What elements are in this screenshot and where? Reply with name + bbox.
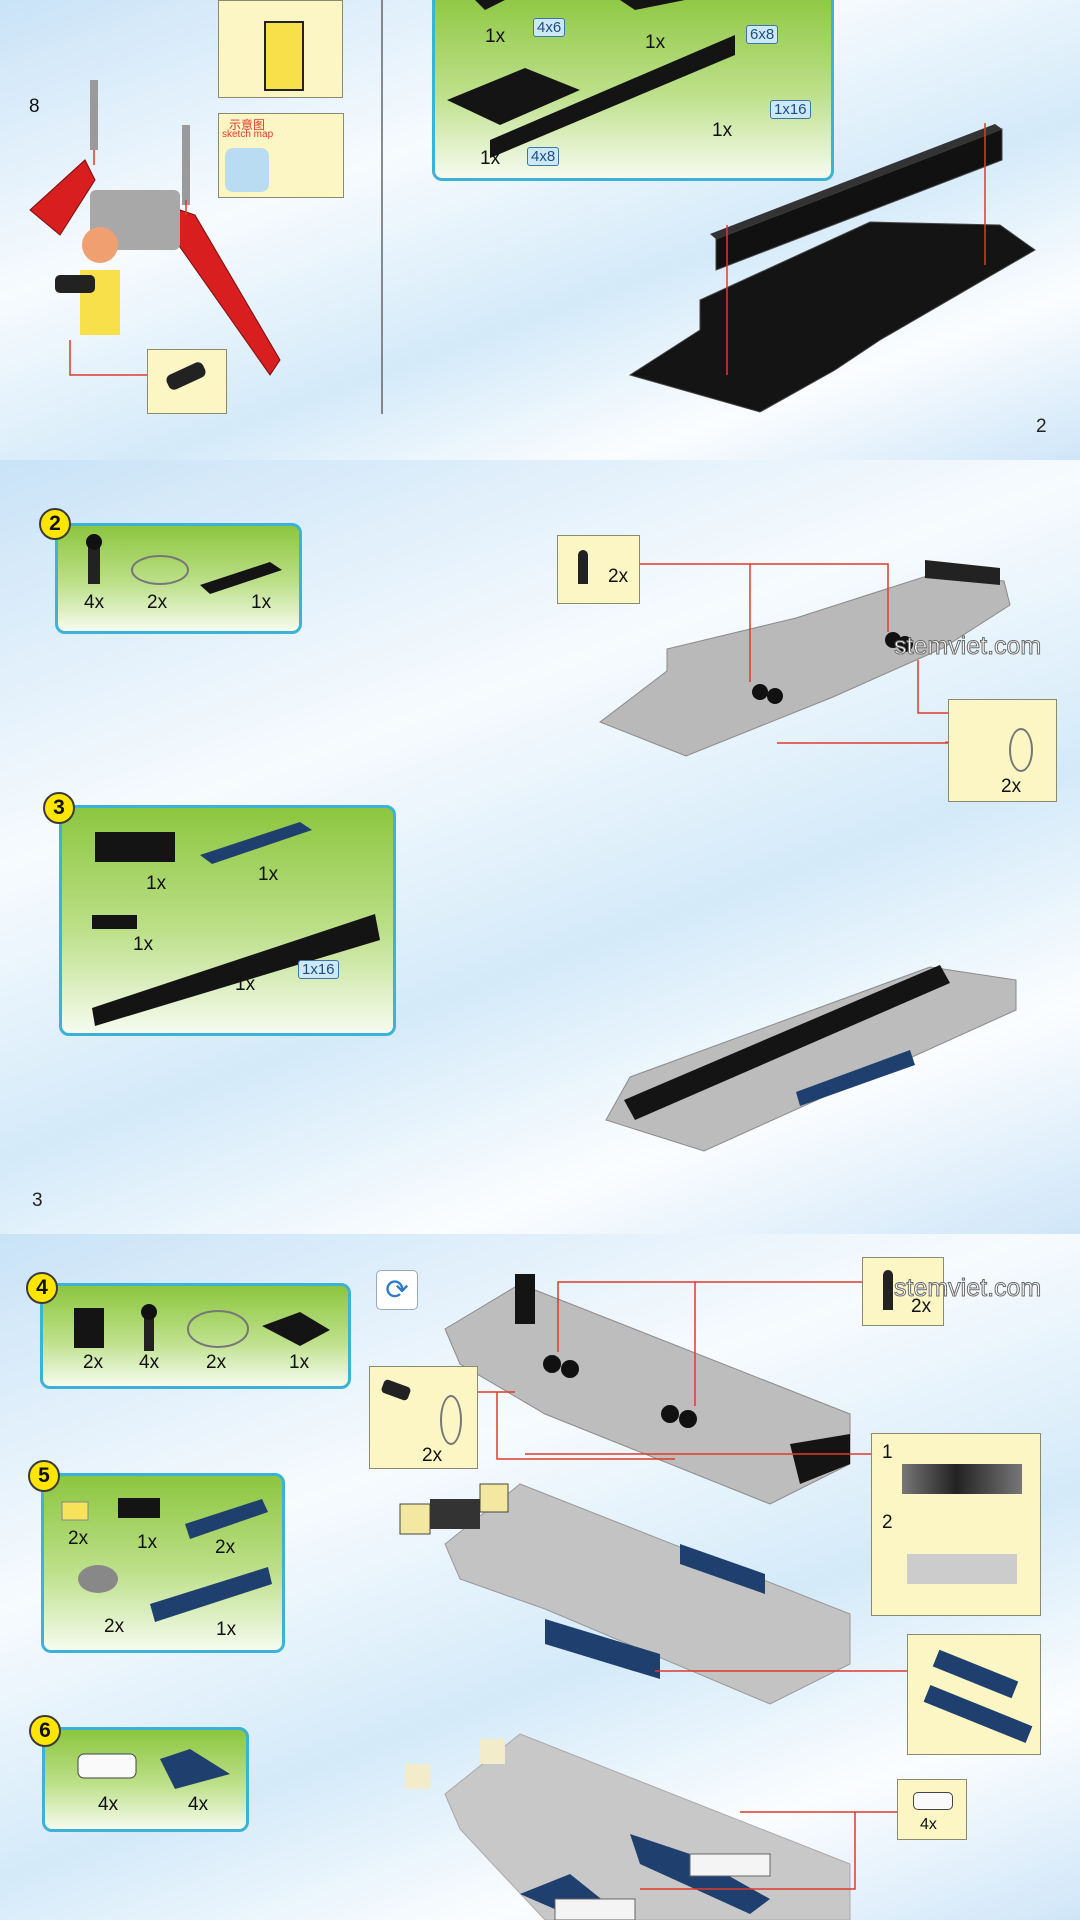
- connector-part-icon: [380, 1378, 412, 1402]
- baseplate-assembly-illustration: [628, 123, 1036, 413]
- step-6-parts-box: [42, 1727, 249, 1832]
- sketch-map-inset: 示意图 sketch map: [218, 113, 344, 198]
- part-qty: 1x: [645, 32, 666, 53]
- clip-plate-inset: 4x: [897, 1779, 967, 1840]
- grey-base-with-beam-illustration: [605, 965, 1017, 1152]
- ring-inset: 2x: [369, 1366, 478, 1469]
- grey-base-step6-illustration: [405, 1733, 897, 1920]
- parts-illustrations: [447, 0, 735, 158]
- minifig-legs-illustration: [264, 21, 304, 91]
- part-qty: 1x: [258, 864, 279, 885]
- pin-inset: 2x: [862, 1257, 944, 1326]
- part-qty: 2x: [83, 1352, 104, 1373]
- blue-plates-inset: [907, 1634, 1041, 1755]
- part-qty: 1x: [251, 592, 272, 613]
- manual-page-3: 2 4x 2x 1x 3 1x 1x 1x 1x 1x16 2x 2x stem…: [0, 460, 1080, 1234]
- clip-plate-icon: [913, 1792, 953, 1810]
- blaster-part-inset: [147, 349, 227, 414]
- part-qty: 2x: [147, 592, 168, 613]
- step-2-parts-illustration: [86, 534, 282, 594]
- blue-plate-illustration: [923, 1685, 1033, 1743]
- step-number-badge: 4: [26, 1272, 58, 1304]
- manual-page-2: 8 示意图 sketch map 1x 4x6 1x 6x8 1x 4x8 1x…: [0, 0, 1080, 460]
- step-number-badge: 3: [43, 792, 75, 824]
- manual-page-4: ⟳ 4 2x 4x 2x 1x 5 2x 1x 2x 2x 1x 6 4x 4x…: [0, 1234, 1080, 1920]
- pin-part-icon: [883, 1270, 893, 1310]
- sketch-map-title-en: sketch map: [222, 129, 274, 140]
- part-qty: 4x: [139, 1352, 160, 1373]
- sketch-map-title-cn: 示意图: [229, 118, 266, 132]
- part-qty: 1x: [712, 120, 733, 141]
- sketch-torso-illustration: [225, 148, 269, 192]
- part-size-tag: 1x16: [298, 960, 339, 979]
- step-number-badge: 2: [39, 508, 71, 540]
- page-number: 3: [32, 1190, 43, 1211]
- grey-base-step4-illustration: [444, 1274, 862, 1505]
- sub-assembly-inset: 1 2: [871, 1433, 1041, 1616]
- part-size-tag: 4x8: [527, 147, 560, 166]
- grey-base-step5-illustration: [399, 1453, 907, 1705]
- part-qty: 1x: [480, 148, 501, 169]
- part-qty: 2x: [1001, 776, 1022, 797]
- part-qty: 1x: [146, 873, 167, 894]
- part-size-tag: 4x6: [533, 18, 566, 37]
- page-4-illustrations: [399, 1274, 907, 1920]
- sub-step-number: 1: [882, 1442, 893, 1463]
- part-qty: 2x: [206, 1352, 227, 1373]
- part-qty: 2x: [68, 1528, 89, 1549]
- step-4-parts-illustration: [74, 1304, 330, 1351]
- grey-base-with-pins-illustration: [598, 560, 1011, 757]
- watermark: stemviet.com: [893, 1274, 1042, 1303]
- part-qty: 1x: [289, 1352, 310, 1373]
- part-qty: 2x: [215, 1537, 236, 1558]
- part-qty: 1x: [235, 974, 256, 995]
- ring-part-icon: [1009, 728, 1033, 772]
- pin-part-icon: [578, 550, 588, 584]
- step-number-badge: 6: [29, 1715, 61, 1747]
- step-number-badge: 5: [28, 1460, 60, 1492]
- part-qty: 4x: [84, 592, 105, 613]
- jetpack-figure-illustration: [29, 80, 281, 376]
- part-qty: 1x: [133, 934, 154, 955]
- minifig-inset: [218, 0, 343, 98]
- page-2-illustrations: [29, 0, 1036, 414]
- part-size-tag: 6x8: [746, 25, 779, 44]
- part-qty: 2x: [422, 1445, 443, 1466]
- engine-sub-assembly-illustration: [902, 1464, 1022, 1494]
- step-6-parts-illustration: [77, 1749, 230, 1789]
- watermark: stemviet.com: [893, 632, 1042, 661]
- engine-sub-assembly-grey-illustration: [907, 1554, 1017, 1584]
- pin-inset: 2x: [557, 535, 640, 604]
- part-qty: 4x: [920, 1816, 937, 1833]
- step-3-parts-illustration: [92, 822, 380, 1026]
- blaster-part-illustration: [164, 360, 208, 392]
- part-qty: 4x: [188, 1794, 209, 1815]
- step-number: 8: [29, 96, 40, 117]
- part-qty: 2x: [104, 1616, 125, 1637]
- ring-inset: 2x: [948, 699, 1057, 802]
- part-qty: 1x: [216, 1619, 237, 1640]
- ring-part-icon: [440, 1395, 462, 1445]
- part-qty: 1x: [137, 1532, 158, 1553]
- part-qty: 2x: [608, 566, 629, 587]
- rotate-model-icon: ⟳: [376, 1270, 418, 1310]
- part-qty: 1x: [485, 26, 506, 47]
- part-size-tag: 1x16: [770, 100, 811, 119]
- step-5-parts-illustration: [61, 1498, 272, 1622]
- sub-step-number: 2: [882, 1512, 893, 1533]
- part-qty: 2x: [911, 1296, 932, 1317]
- page-number: 2: [1036, 416, 1047, 437]
- part-qty: 4x: [98, 1794, 119, 1815]
